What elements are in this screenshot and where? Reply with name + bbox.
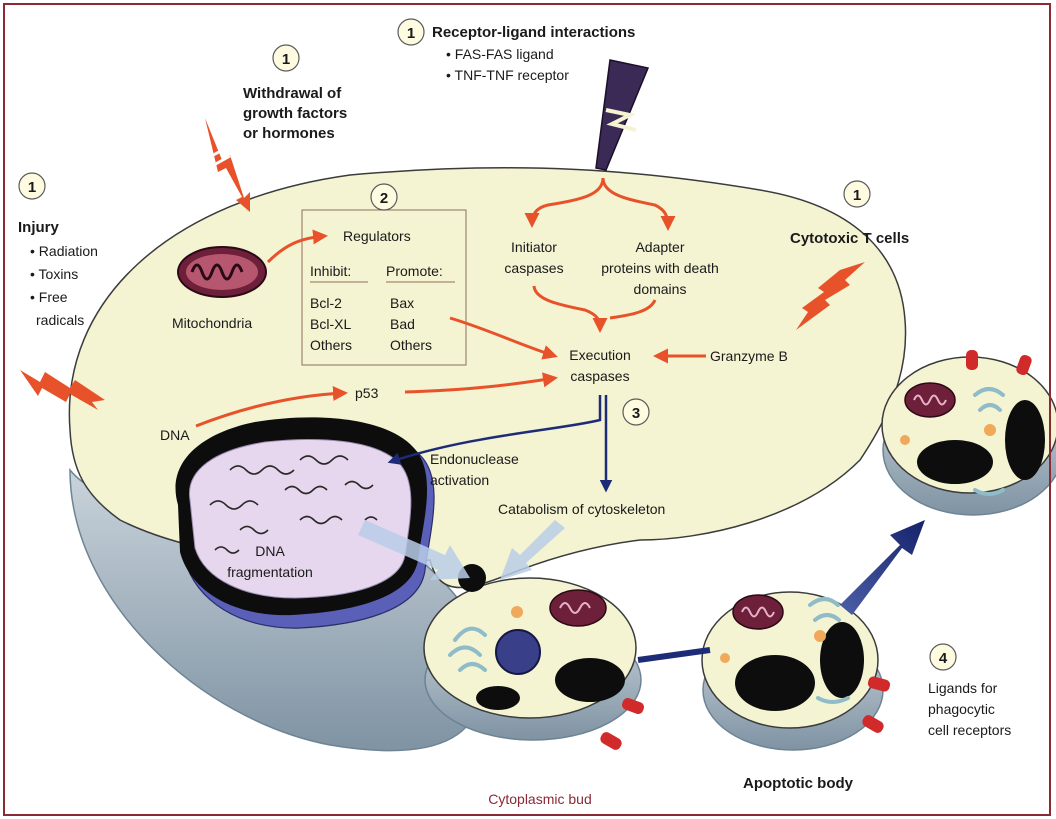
mitochondria-label: Mitochondria (172, 315, 252, 331)
ligands-line-3: cell receptors (928, 722, 1011, 738)
granzyme-label: Granzyme B (710, 348, 788, 364)
cytoplasmic-bud (424, 564, 645, 752)
step-badge-execution: 3 (623, 399, 649, 425)
withdrawal-line-3: or hormones (243, 125, 335, 142)
p53-label: p53 (355, 385, 379, 401)
bud-nucleus (496, 630, 540, 674)
upper-blob (1005, 400, 1045, 480)
svg-text:4: 4 (939, 650, 948, 667)
svg-text:3: 3 (632, 405, 640, 422)
receptor-title: Receptor-ligand interactions (432, 24, 635, 41)
inhibit-header: Inhibit: (310, 263, 351, 279)
promote-item-2: Bad (390, 316, 415, 332)
step-badge-receptor: 1 (398, 19, 424, 45)
withdrawal-line-2: growth factors (243, 105, 347, 122)
injury-item-4: radicals (36, 312, 84, 328)
promote-item-3: Others (390, 337, 432, 353)
bud-connector (638, 650, 710, 660)
svg-text:1: 1 (28, 179, 36, 196)
step-badge-ligands: 4 (930, 644, 956, 670)
injury-item-2: • Toxins (30, 266, 78, 282)
inhibit-item-2: Bcl-XL (310, 316, 351, 332)
body-nucleus (735, 655, 815, 711)
promote-item-1: Bax (390, 295, 414, 311)
apoptotic-body (702, 592, 891, 750)
step-badge-regulators: 2 (371, 184, 397, 210)
apoptotic-body-label: Apoptotic body (743, 775, 854, 792)
catabolism-label: Catabolism of cytoskeleton (498, 501, 665, 517)
body-granule-2 (720, 653, 730, 663)
receptor-ligand-icon (596, 60, 648, 170)
injury-item-3: • Free (30, 289, 68, 305)
body-to-upper-arrow (840, 520, 925, 615)
dna-frag-line-1: DNA (255, 543, 285, 559)
promote-header: Promote: (386, 263, 443, 279)
svg-text:1: 1 (282, 51, 290, 68)
mitochondrion (178, 247, 266, 297)
dna-label: DNA (160, 427, 190, 443)
apoptotic-body-upper (882, 350, 1056, 515)
ligands-line-1: Ligands for (928, 680, 998, 696)
initiator-line-1: Initiator (511, 239, 557, 255)
svg-text:1: 1 (853, 187, 861, 204)
step-badge-cytotoxic: 1 (844, 181, 870, 207)
adapter-line-3: domains (634, 281, 687, 297)
endonuclease-line-2: activation (430, 472, 489, 488)
receptor-item-2: • TNF-TNF receptor (446, 67, 569, 83)
cytotoxic-title: Cytotoxic T cells (790, 230, 909, 247)
step-badge-withdrawal: 1 (273, 45, 299, 71)
initiator-line-2: caspases (504, 260, 563, 276)
execution-line-2: caspases (570, 368, 629, 384)
execution-line-1: Execution (569, 347, 630, 363)
inhibit-item-3: Others (310, 337, 352, 353)
ligands-line-2: phagocytic (928, 701, 995, 717)
upper-ligand-1 (966, 350, 978, 370)
svg-text:2: 2 (380, 190, 388, 207)
withdrawal-line-1: Withdrawal of (243, 85, 342, 102)
adapter-line-1: Adapter (635, 239, 684, 255)
adapter-line-2: proteins with death (601, 260, 719, 276)
bud-black-blob (555, 658, 625, 702)
svg-text:1: 1 (407, 25, 415, 42)
body-blob (820, 622, 864, 698)
upper-nucleus (917, 440, 993, 484)
inhibit-item-1: Bcl-2 (310, 295, 342, 311)
body-granule-1 (814, 630, 826, 642)
fragmented-nucleus (176, 417, 435, 628)
step-badge-injury: 1 (19, 173, 45, 199)
bud-mitochondrion (550, 590, 606, 626)
bud-ligand-2 (598, 730, 623, 751)
receptor-item-1: • FAS-FAS ligand (446, 46, 554, 62)
cytoplasmic-bud-label: Cytoplasmic bud (488, 791, 592, 807)
dna-frag-line-2: fragmentation (227, 564, 313, 580)
bud-small-blob (476, 686, 520, 710)
injury-item-1: • Radiation (30, 243, 98, 259)
endonuclease-line-1: Endonuclease (430, 451, 519, 467)
regulators-title: Regulators (343, 228, 411, 244)
injury-title: Injury (18, 219, 59, 236)
bud-granule (511, 606, 523, 618)
